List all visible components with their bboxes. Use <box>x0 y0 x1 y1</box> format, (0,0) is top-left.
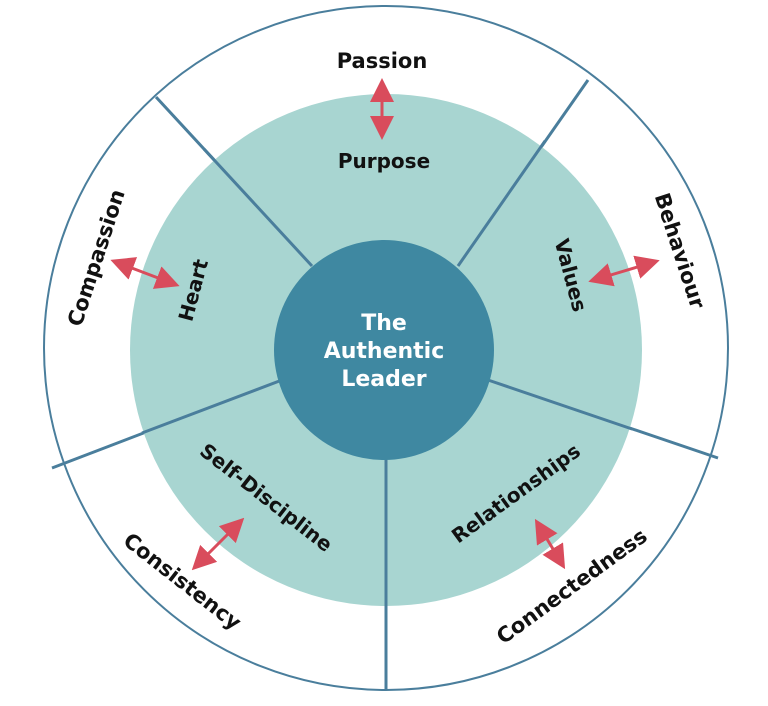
center-title-line1: The <box>361 311 407 336</box>
arrow-values-behaviour <box>588 255 660 287</box>
divider-inner-right <box>487 378 633 431</box>
label-passion: Passion <box>337 49 428 73</box>
arrow-selfdiscipline-consistency <box>191 517 245 571</box>
arrow-relationships-connectedness <box>534 518 566 570</box>
label-purpose: Purpose <box>338 149 430 173</box>
center-title-line3: Leader <box>341 367 426 392</box>
arrow-heart-compassion <box>110 257 180 289</box>
center-disc <box>274 240 494 460</box>
divider-inner-left <box>141 378 283 435</box>
center-title-line2: Authentic <box>324 339 445 364</box>
divider-inner-top-left <box>202 147 314 268</box>
divider-inner-top-right <box>456 140 547 267</box>
